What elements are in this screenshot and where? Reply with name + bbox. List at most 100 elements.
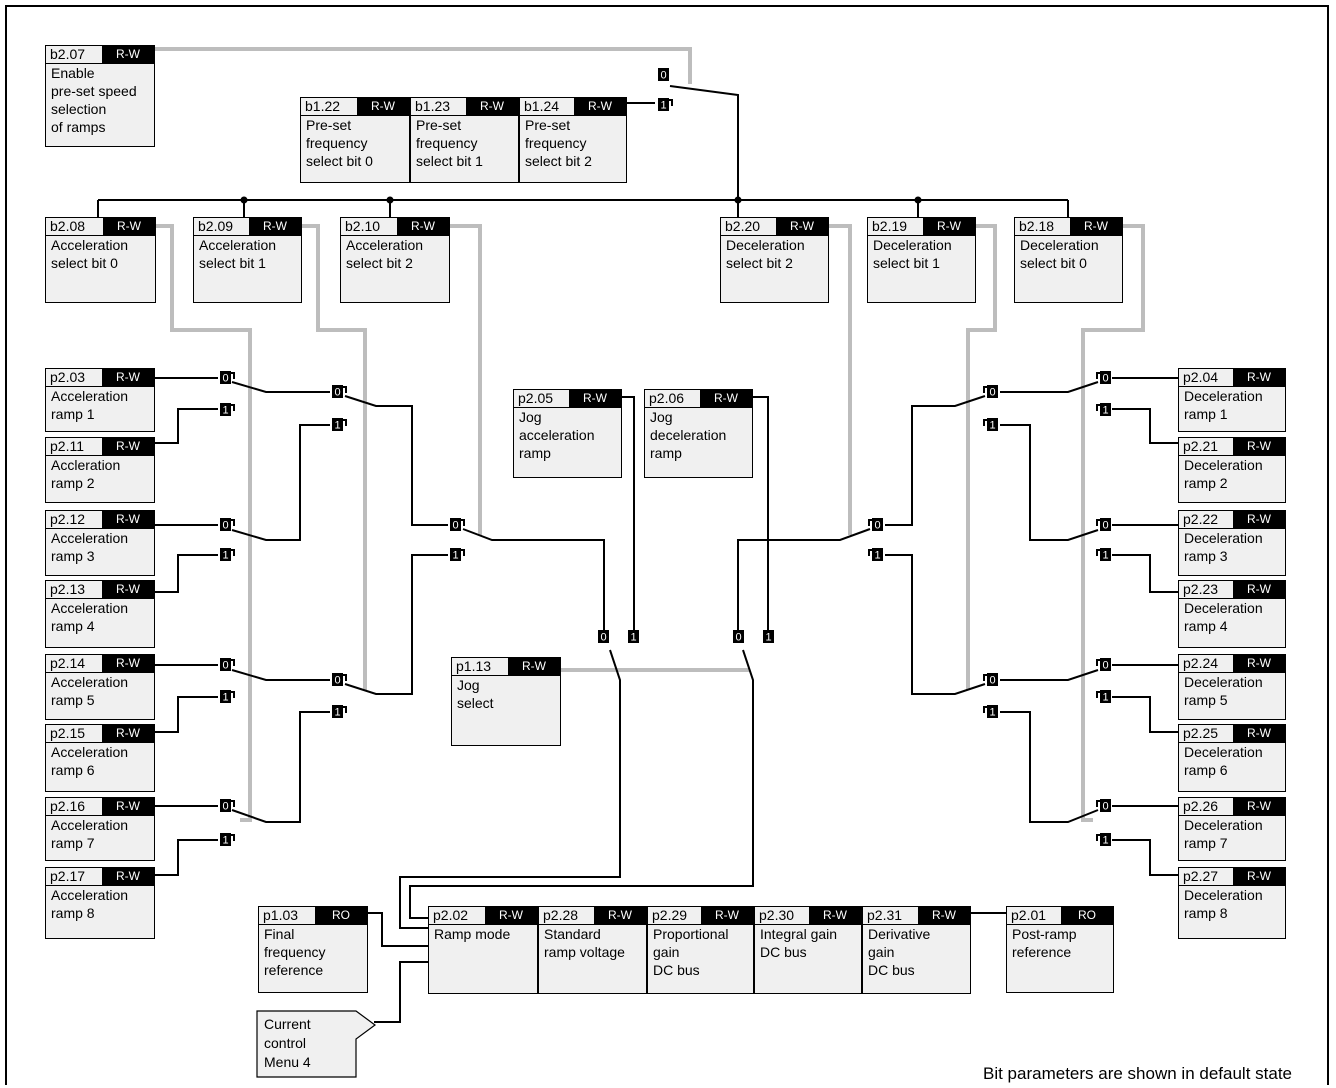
param-description: Deceleration ramp 8 [1184,887,1263,921]
param-code: p2.31 [867,907,903,923]
switch-contact-0: 0 [220,799,235,813]
wire [155,408,218,444]
wire [344,395,448,526]
param-access-badge: R-W [102,46,154,63]
switch-contact-1: 1 [763,630,774,644]
param-description: Ramp mode [434,926,511,942]
wire-accel-to-ramp [399,649,621,929]
svg-text:0: 0 [874,520,880,532]
param-description: Deceleration ramp 6 [1184,744,1263,778]
switch-contact-1: 1 [868,548,883,562]
svg-text:0: 0 [334,387,340,399]
param-code: b1.23 [415,98,451,114]
wire [737,528,871,630]
switch-contact-0: 0 [658,68,669,82]
param-code: p2.02 [433,907,469,923]
wire [155,696,218,733]
param-access-badge: R-W [102,655,154,672]
switch-contact-0: 0 [220,371,235,385]
wire [885,554,986,695]
param-description: Post-ramp reference [1012,926,1077,960]
wire-jog-acc [622,396,635,630]
switch-contact-0: 0 [332,385,347,399]
param-access-badge: R-W [102,438,154,455]
param-access-badge: R-W [700,390,752,407]
control-wire-b219 [966,224,997,690]
param-access-badge: R-W [466,98,518,115]
svg-text:0: 0 [452,520,458,532]
param-code: b2.08 [50,218,86,234]
param-code: p2.25 [1183,725,1219,741]
switch-contact-0: 0 [220,658,235,672]
param-description: Deceleration ramp 3 [1184,530,1263,564]
param-access-badge: R-W [357,98,409,115]
wire [231,381,330,393]
control-wire-b210 [450,224,482,535]
param-code: p2.22 [1183,511,1219,527]
param-description: Acceleration select bit 2 [346,237,424,271]
svg-text:0: 0 [660,70,666,82]
param-access-badge: R-W [102,511,154,528]
param-code: b2.10 [345,218,381,234]
param-description: Deceleration select bit 2 [726,237,805,271]
switch-contact-1: 1 [983,418,998,432]
param-description: Enable pre-set speed selection of ramps [51,65,137,135]
wire [1000,424,1099,541]
param-code: p2.15 [50,725,86,741]
param-access-badge: R-W [918,907,970,924]
param-access-badge: R-W [102,798,154,815]
svg-text:1: 1 [222,835,228,847]
note-shape [256,1010,377,1078]
wire [155,839,218,876]
wire [1112,554,1178,593]
svg-text:0: 0 [222,801,228,813]
svg-text:0: 0 [1102,520,1108,532]
param-code: p2.17 [50,868,86,884]
svg-text:0: 0 [735,632,741,644]
junction-dot [914,196,922,204]
param-code: p2.01 [1011,907,1047,923]
wire [231,711,330,823]
param-access-badge: R-W [103,218,155,235]
svg-text:0: 0 [222,520,228,532]
svg-text:1: 1 [222,550,228,562]
switch-contact-0: 0 [1096,518,1111,532]
param-description: Acceleration ramp 1 [51,388,129,422]
svg-text:1: 1 [630,632,636,644]
switch-contact-0: 0 [450,518,465,532]
param-access-badge: R-W [701,907,753,924]
svg-text:1: 1 [222,692,228,704]
param-description: Pre-set frequency select bit 2 [525,117,592,169]
param-access-badge: RO [315,907,367,924]
param-code: p2.30 [759,907,795,923]
svg-text:1: 1 [989,420,995,432]
